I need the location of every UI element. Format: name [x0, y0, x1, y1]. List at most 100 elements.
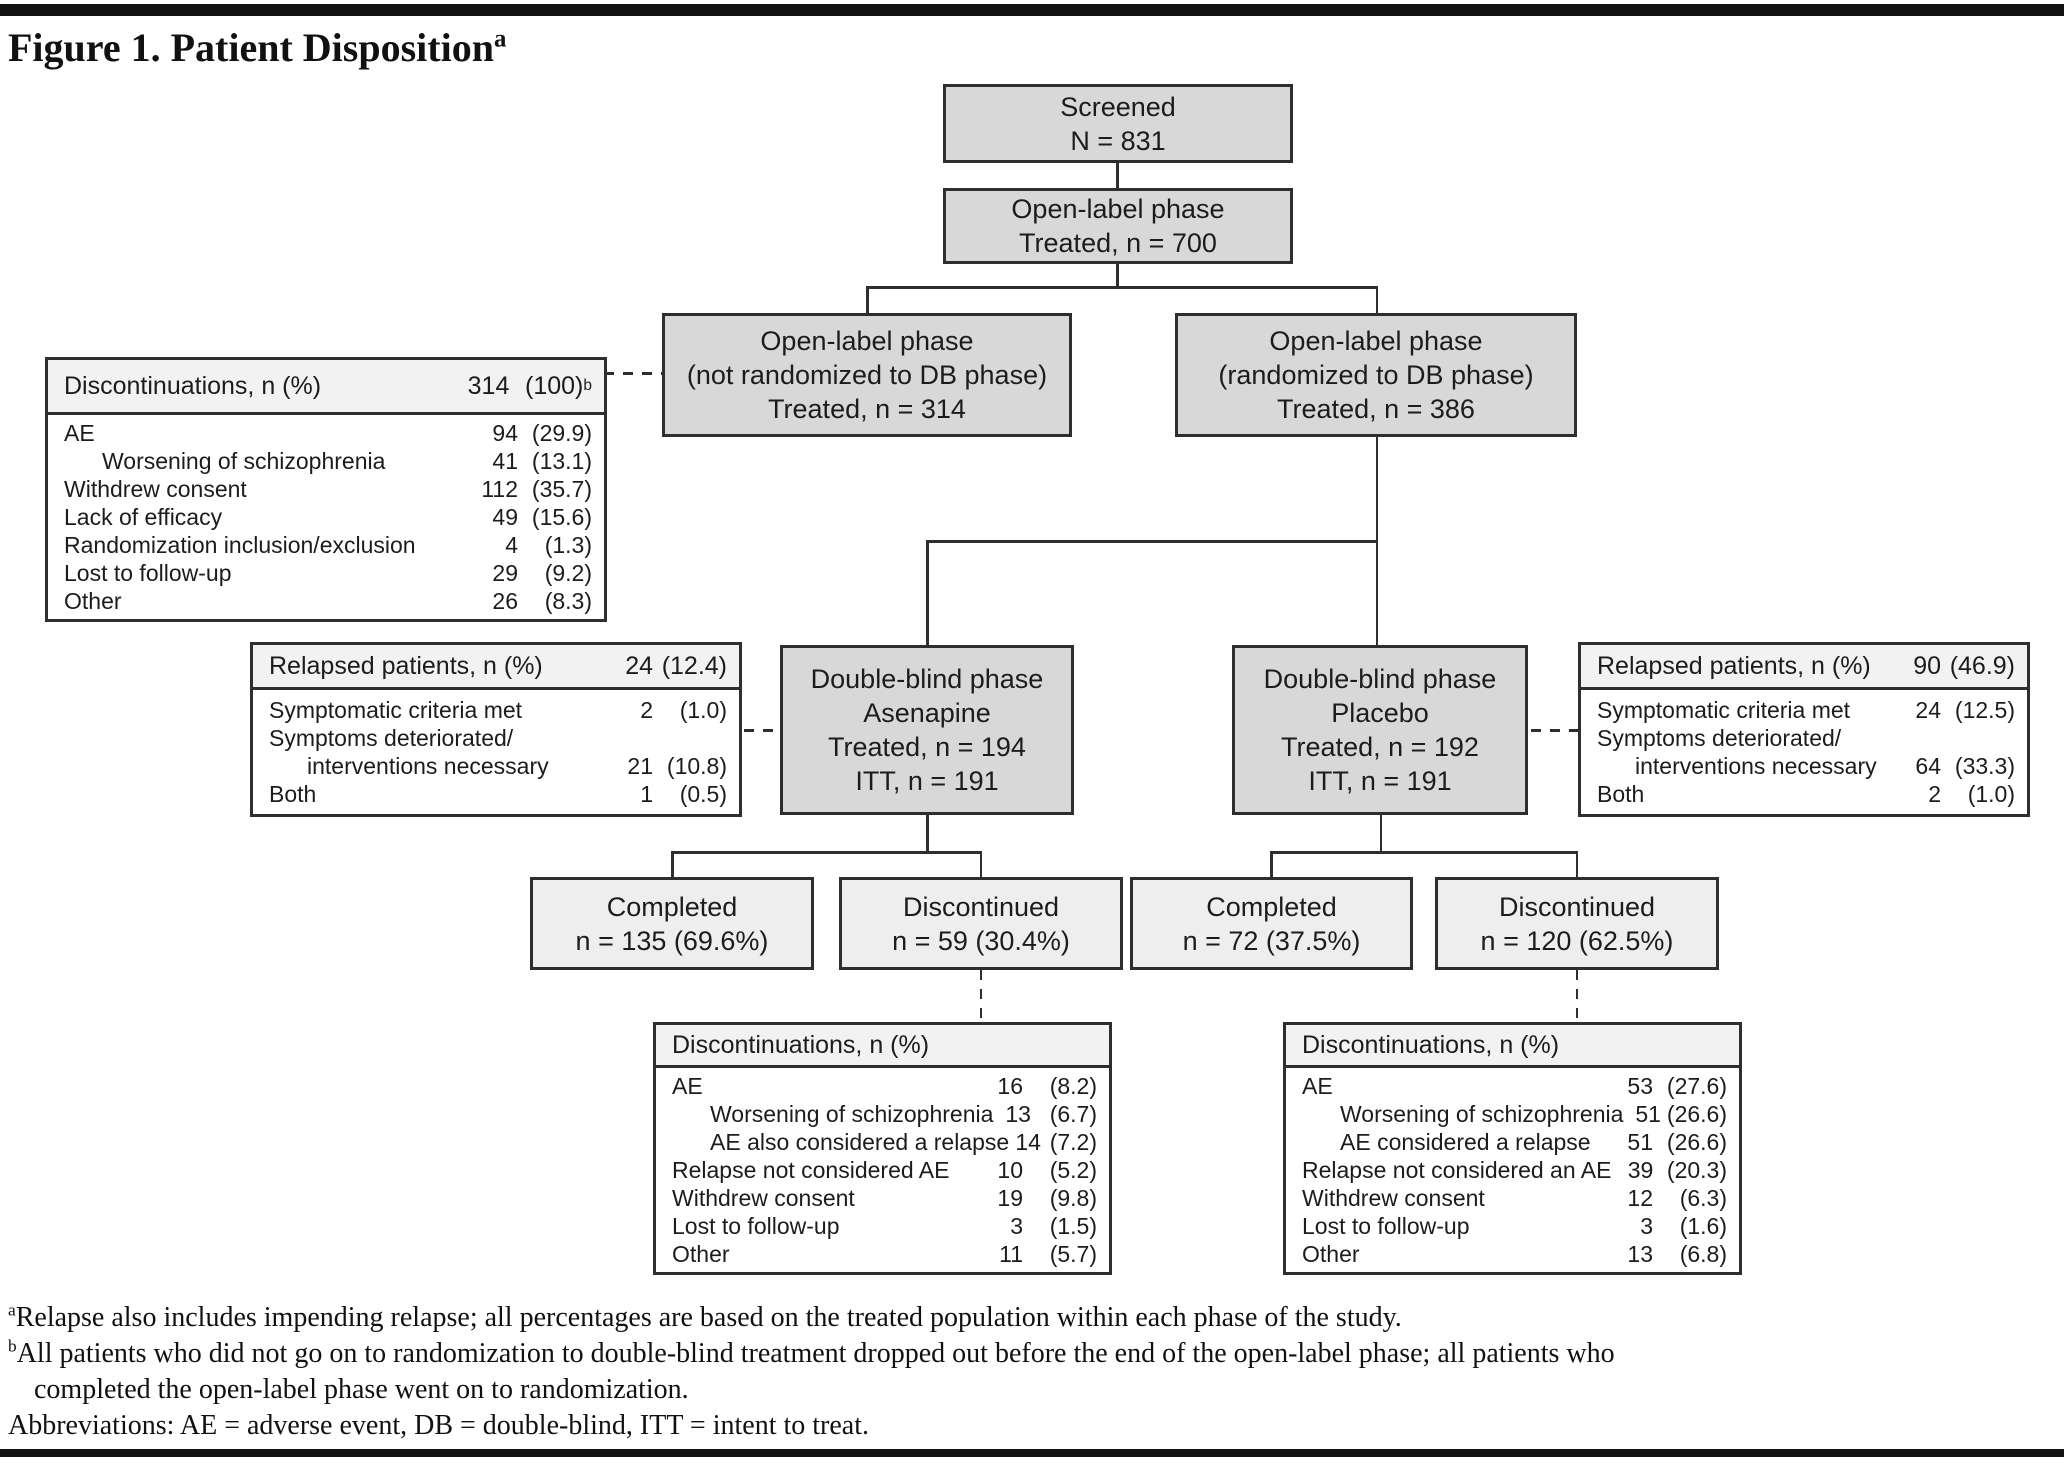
box-line: Treated, n = 700 [1019, 228, 1217, 258]
row-count: 21 [627, 753, 653, 779]
table-header-pct: (46.9) [1949, 651, 2015, 680]
row-count: 10 [997, 1157, 1023, 1183]
row-label: interventions necessary [1635, 753, 1877, 779]
row-pct: (26.6) [1666, 1129, 1727, 1155]
row-count: 2 [1928, 781, 1941, 807]
figure-title-superscript: a [493, 25, 507, 53]
row-label: Symptoms deteriorated/ [269, 725, 514, 751]
row-label: AE considered a relapse [1340, 1129, 1591, 1155]
connector-drop-not-randomized [866, 286, 869, 314]
row-count: 112 [481, 476, 518, 502]
box-line: Discontinued [902, 891, 1060, 922]
row-pct: (13.1) [531, 448, 592, 474]
box-completed-placebo: Completed n = 72 (37.5%) [1130, 877, 1413, 970]
row-count: 94 [492, 420, 518, 446]
row-count: 49 [492, 504, 518, 530]
box-line: ITT, n = 191 [1308, 766, 1452, 796]
row-pct: (1.0) [679, 697, 727, 723]
row-label: Relapse not considered AE [672, 1157, 950, 1183]
row-pct: (35.7) [531, 476, 592, 502]
box-line: Treated, n = 192 [1281, 732, 1479, 762]
connector-drop-asenapine [926, 540, 929, 646]
box-line: Open-label phase [760, 326, 974, 356]
row-label: Lost to follow-up [672, 1213, 840, 1239]
row-pct: (6.8) [1679, 1241, 1727, 1267]
box-completed-asenapine: Completed n = 135 (69.6%) [530, 877, 814, 970]
connector-randomized-down [1375, 437, 1378, 541]
box-line: n = 72 (37.5%) [1182, 925, 1361, 956]
row-label: Randomization inclusion/exclusion [64, 532, 416, 558]
table-relapsed-placebo: Relapsed patients, n (%) 90 (46.9) Sympt… [1578, 642, 2030, 817]
row-label: AE [64, 420, 95, 446]
table-header-label: Relapsed patients, n (%) [1597, 651, 1871, 680]
table-header-label: Relapsed patients, n (%) [269, 651, 543, 680]
connector-asenapine-outcome-bar [671, 851, 982, 854]
row-count: 24 [1915, 697, 1941, 723]
row-label: Other [1302, 1241, 1360, 1267]
connector-drop-placebo [1375, 540, 1378, 646]
row-count: 4 [505, 532, 518, 558]
row-pct: (1.5) [1049, 1213, 1097, 1239]
connector-drop-completed-placebo [1270, 851, 1273, 878]
row-count: 39 [1627, 1157, 1654, 1183]
footnote-abbreviations: Abbreviations: AE = adverse event, DB = … [8, 1410, 869, 1441]
connector-placebo-outcome-bar [1270, 851, 1578, 854]
row-count: 64 [1915, 753, 1941, 779]
row-label: Other [64, 588, 122, 614]
row-count: 14 [1015, 1129, 1041, 1155]
box-line: ITT, n = 191 [855, 766, 999, 796]
row-label: Symptoms deteriorated/ [1597, 725, 1842, 751]
row-label: Symptomatic criteria met [1597, 697, 1851, 723]
row-pct: (1.0) [1967, 781, 2015, 807]
row-count: 1 [640, 781, 653, 807]
connector-drop-discontinued-placebo [1575, 851, 1578, 878]
row-label: AE also considered a relapse [710, 1129, 1010, 1155]
footnote-a-marker: a [8, 1300, 16, 1320]
row-label: Lost to follow-up [1302, 1213, 1470, 1239]
row-pct: (15.6) [531, 504, 592, 530]
row-pct: (29.9) [531, 420, 592, 446]
connector-asenapine-down [926, 815, 929, 852]
box-line: n = 135 (69.6%) [575, 925, 769, 956]
table-header-count: 314 [467, 371, 510, 400]
table-row: AE 94 (29.9) [48, 419, 604, 447]
row-pct: (33.3) [1954, 753, 2015, 779]
row-count: 12 [1627, 1185, 1653, 1211]
footnote-b-text: All patients who did not go on to random… [16, 1338, 1615, 1369]
row-label: Other [672, 1241, 730, 1267]
box-line: Screened [1060, 91, 1176, 122]
dashed-connector-disc-placebo [1575, 970, 1578, 1022]
row-label: Worsening of schizophrenia [710, 1101, 994, 1127]
table-header-label: Discontinuations, n (%) [672, 1030, 930, 1059]
row-count: 26 [492, 588, 518, 614]
box-line: Completed [606, 891, 738, 922]
footnote-a-text: Relapse also includes impending relapse;… [15, 1302, 1402, 1333]
box-line: Treated, n = 314 [768, 394, 966, 424]
row-label: Symptomatic criteria met [269, 697, 523, 723]
footnote-b-marker: b [8, 1336, 17, 1356]
table-header: Discontinuations, n (%) [656, 1025, 1109, 1068]
box-db-placebo: Double-blind phase Placebo Treated, n = … [1232, 645, 1528, 815]
row-label: Both [269, 781, 317, 807]
box-db-asenapine: Double-blind phase Asenapine Treated, n … [780, 645, 1074, 815]
table-row: Symptoms deteriorated/ [1581, 724, 2027, 752]
footnote-a: aRelapse also includes impending relapse… [8, 1300, 2054, 1336]
